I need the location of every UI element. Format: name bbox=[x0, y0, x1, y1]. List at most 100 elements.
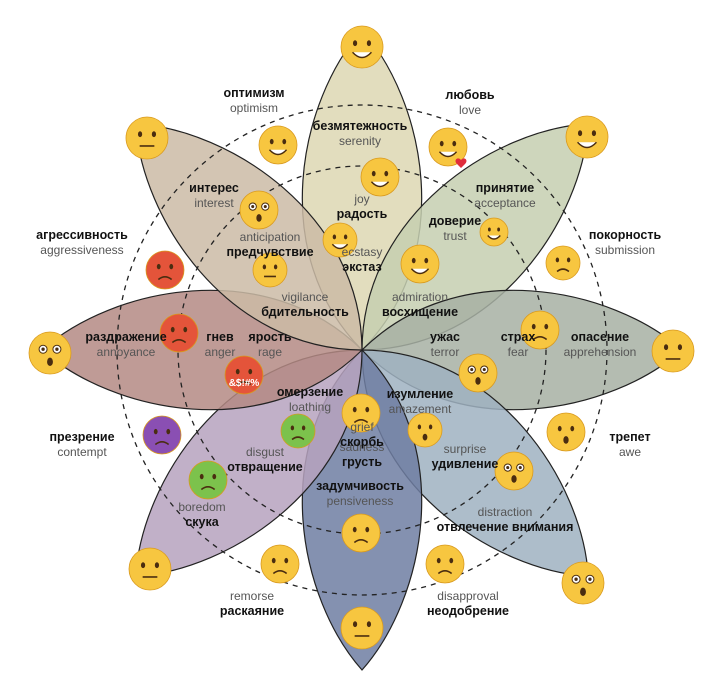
handshake-icon bbox=[479, 217, 509, 247]
intense-label-disgust-ru: омерзение bbox=[276, 385, 344, 399]
intense-label-surprise-ru: изумление bbox=[386, 387, 454, 401]
intense-label-joy-ru: экстаз bbox=[342, 260, 382, 274]
anxious-face-icon bbox=[520, 310, 560, 350]
smirking-face-icon bbox=[125, 116, 169, 160]
serenity-label-sadness-ru: задумчивость bbox=[316, 479, 404, 493]
zany-face-icon bbox=[561, 561, 605, 605]
angry-face-icon bbox=[159, 313, 199, 353]
intense-label-trust-ru: восхищение bbox=[381, 305, 459, 319]
basic-label-anticipation-en: anticipation bbox=[239, 230, 301, 244]
intense-label-anticipation-en: vigilance bbox=[281, 290, 329, 304]
basic-label-disgust-ru: отвращение bbox=[227, 460, 303, 474]
intense-label-anger-ru: ярость bbox=[248, 330, 292, 344]
dyad-label-contempt-ru: презрение bbox=[49, 430, 115, 444]
serenity-label-fear-ru: опасение bbox=[570, 330, 630, 344]
steaming-face-icon bbox=[145, 250, 185, 290]
intense-label-sadness-ru: скорбь bbox=[340, 435, 384, 449]
intense-label-surprise-en: amazement bbox=[388, 402, 452, 416]
basic-label-surprise-en: surprise bbox=[443, 442, 487, 456]
dyad-label-love-ru: любовь bbox=[445, 88, 495, 102]
serenity-label-disgust-ru: скука bbox=[185, 515, 219, 529]
neutral-face-icon bbox=[128, 547, 172, 591]
eye-roll-face-icon bbox=[28, 331, 72, 375]
basic-label-joy-en: joy bbox=[354, 192, 370, 206]
dyad-label-aggressiveness-ru: агрессивность bbox=[36, 228, 128, 242]
basic-label-sadness-en: sadness bbox=[339, 440, 385, 454]
hushed-face-icon bbox=[546, 412, 586, 452]
basic-label-surprise-ru: удивление bbox=[431, 457, 499, 471]
cursing-face-icon bbox=[224, 355, 264, 395]
emoji-layer: &$!#% bbox=[28, 25, 695, 650]
intense-label-anticipation-ru: бдительность bbox=[261, 305, 349, 319]
hugging-face-icon bbox=[565, 115, 609, 159]
serenity-label-anticipation-ru: интерес bbox=[189, 181, 239, 195]
intense-label-joy-en: ecstasy bbox=[341, 245, 383, 259]
grimacing-face-icon bbox=[651, 329, 695, 373]
bowing-woman-icon bbox=[545, 245, 581, 281]
serenity-label-surprise-en: distraction bbox=[477, 505, 533, 519]
thinking-face-icon bbox=[340, 606, 384, 650]
relieved-face-icon bbox=[340, 25, 384, 69]
intense-label-sadness-en: grief bbox=[350, 420, 374, 434]
serenity-label-joy-en: serenity bbox=[338, 134, 382, 148]
cowboy-face-icon bbox=[258, 125, 298, 165]
serenity-label-anticipation-en: interest bbox=[194, 196, 234, 210]
dyad-label-awe-en: awe bbox=[618, 445, 642, 459]
cursing-symbols: &$!#% bbox=[229, 378, 260, 389]
star-struck-face-icon bbox=[322, 222, 358, 258]
serenity-label-surprise-ru: отвлечение внимания bbox=[436, 520, 574, 534]
dyad-label-remorse-ru: раскаяние bbox=[219, 604, 285, 618]
basic-label-trust-en: trust bbox=[443, 229, 467, 243]
screaming-face-icon bbox=[458, 353, 498, 393]
kissing-face-icon bbox=[428, 127, 468, 167]
outer-dashed-ring bbox=[116, 104, 608, 596]
serenity-label-sadness-en: pensiveness bbox=[326, 494, 394, 508]
yum-face-icon bbox=[400, 244, 440, 284]
intense-label-fear-en: terror bbox=[430, 345, 460, 359]
intense-label-disgust-en: loathing bbox=[288, 400, 332, 414]
basic-label-disgust-en: disgust bbox=[245, 445, 285, 459]
basic-label-fear-ru: страх bbox=[500, 330, 536, 344]
dyad-label-aggressiveness-en: aggressiveness bbox=[40, 243, 124, 257]
basic-label-joy-ru: радость bbox=[336, 207, 388, 221]
dyad-label-submission-en: submission bbox=[594, 243, 656, 257]
serenity-label-fear-en: apprehension bbox=[563, 345, 637, 359]
dyad-label-remorse-en: remorse bbox=[229, 589, 275, 603]
dyad-label-submission-ru: покорность bbox=[588, 228, 662, 242]
dyad-label-disapproval-ru: неодобрение bbox=[426, 604, 510, 618]
intense-label-fear-ru: ужас bbox=[429, 330, 461, 344]
basic-label-trust-ru: доверие bbox=[428, 214, 482, 228]
hushed-face-icon bbox=[494, 451, 534, 491]
serenity-label-anger-en: annoyance bbox=[96, 345, 156, 359]
basic-label-sadness-ru: грусть bbox=[341, 455, 383, 469]
petals-layer bbox=[41, 29, 683, 671]
basic-label-fear-en: fear bbox=[507, 345, 529, 359]
rings-layer bbox=[116, 104, 608, 596]
intense-label-trust-en: admiration bbox=[391, 290, 449, 304]
grinning-face-icon bbox=[360, 157, 400, 197]
exploding-head-icon bbox=[407, 412, 443, 448]
dyad-label-contempt-en: contempt bbox=[57, 445, 107, 459]
dyad-label-disapproval-en: disapproval bbox=[437, 589, 499, 603]
dyad-label-optimism-ru: оптимизм bbox=[223, 86, 285, 100]
